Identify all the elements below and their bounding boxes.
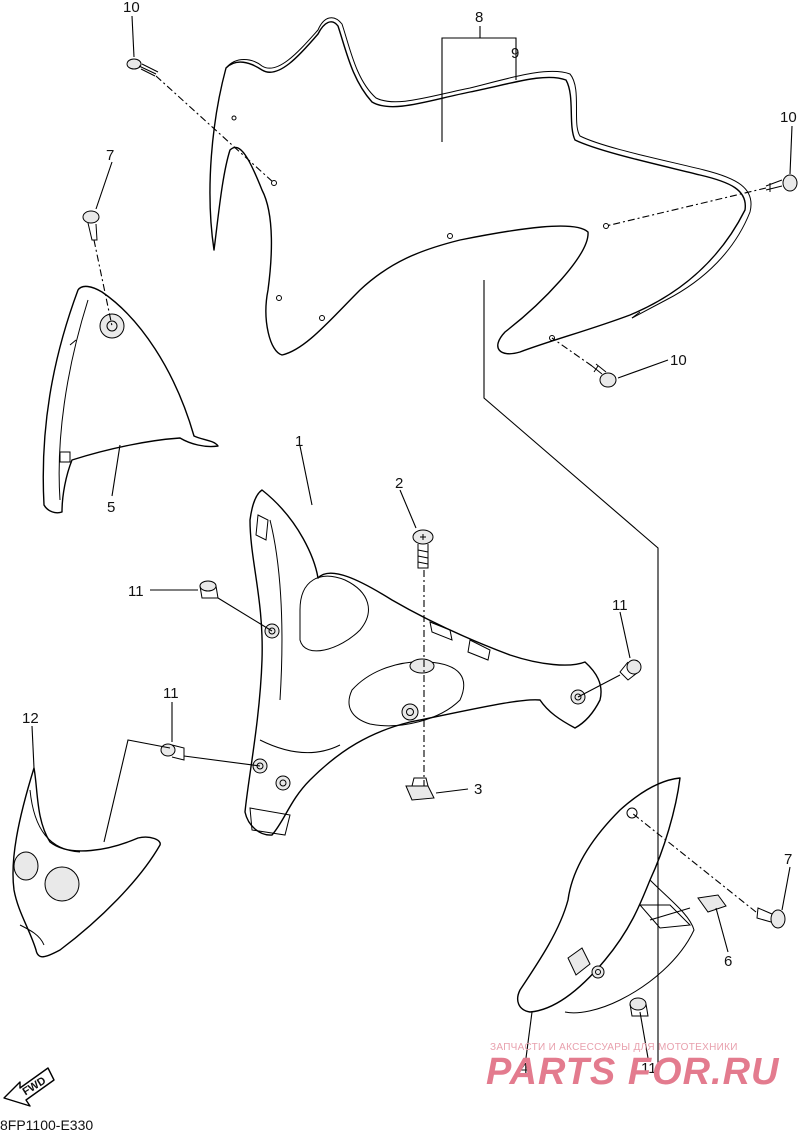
screw-10-right [765,174,798,192]
callout-7-left: 7 [106,147,114,164]
collar-11-b [619,659,642,681]
watermark-tagline: ЗАПЧАСТИ И АКСЕССУАРЫ ДЛЯ МОТОТЕХНИКИ [490,1042,738,1053]
screw-10-top-left [126,58,159,77]
callout-10-right: 10 [780,109,797,126]
callout-12: 12 [22,710,39,727]
callout-3: 3 [474,781,482,798]
collar-11-d [629,997,649,1017]
lower-panel-part [12,767,161,958]
callout-2: 2 [395,475,403,492]
callout-4: 4 [520,1060,528,1077]
assembly-lines [93,26,767,1065]
clip-6 [697,894,727,913]
left-side-cover-part [42,285,219,514]
callout-labels: 10 8 9 10 7 10 1 2 5 11 11 11 12 3 7 6 4… [22,0,797,1077]
callout-9: 9 [511,45,519,62]
watermark: ЗАПЧАСТИ И АКСЕССУАРЫ ДЛЯ МОТОТЕХНИКИ PA… [486,1042,780,1093]
watermark-brand: PARTS FOR.RU [486,1051,780,1093]
windshield-part [209,17,752,356]
callout-1: 1 [295,433,303,450]
callout-8: 8 [475,9,483,26]
callout-10-lower: 10 [670,352,687,369]
callout-11-d: 11 [641,1060,657,1077]
screw-2 [412,529,434,569]
collar-11-a [199,580,219,599]
callout-5: 5 [107,499,115,516]
leader-lines [31,15,793,1059]
callout-11-b: 11 [612,597,628,614]
fwd-arrow-icon: FWD [3,1067,55,1107]
right-side-cover-part [517,777,695,1014]
callout-10-top-left: 10 [123,0,140,16]
rivet-7-right [756,907,786,929]
callout-6: 6 [724,953,732,970]
diagram-code: 8FP1100-E330 [0,1117,93,1133]
screw-10-lower [591,363,617,388]
front-cowl-part [244,489,602,836]
nut-3 [405,777,435,801]
callout-7-right: 7 [784,851,792,868]
callout-11-c: 11 [163,685,179,702]
callout-11-a: 11 [128,583,144,600]
rivet-7-left [82,210,100,241]
